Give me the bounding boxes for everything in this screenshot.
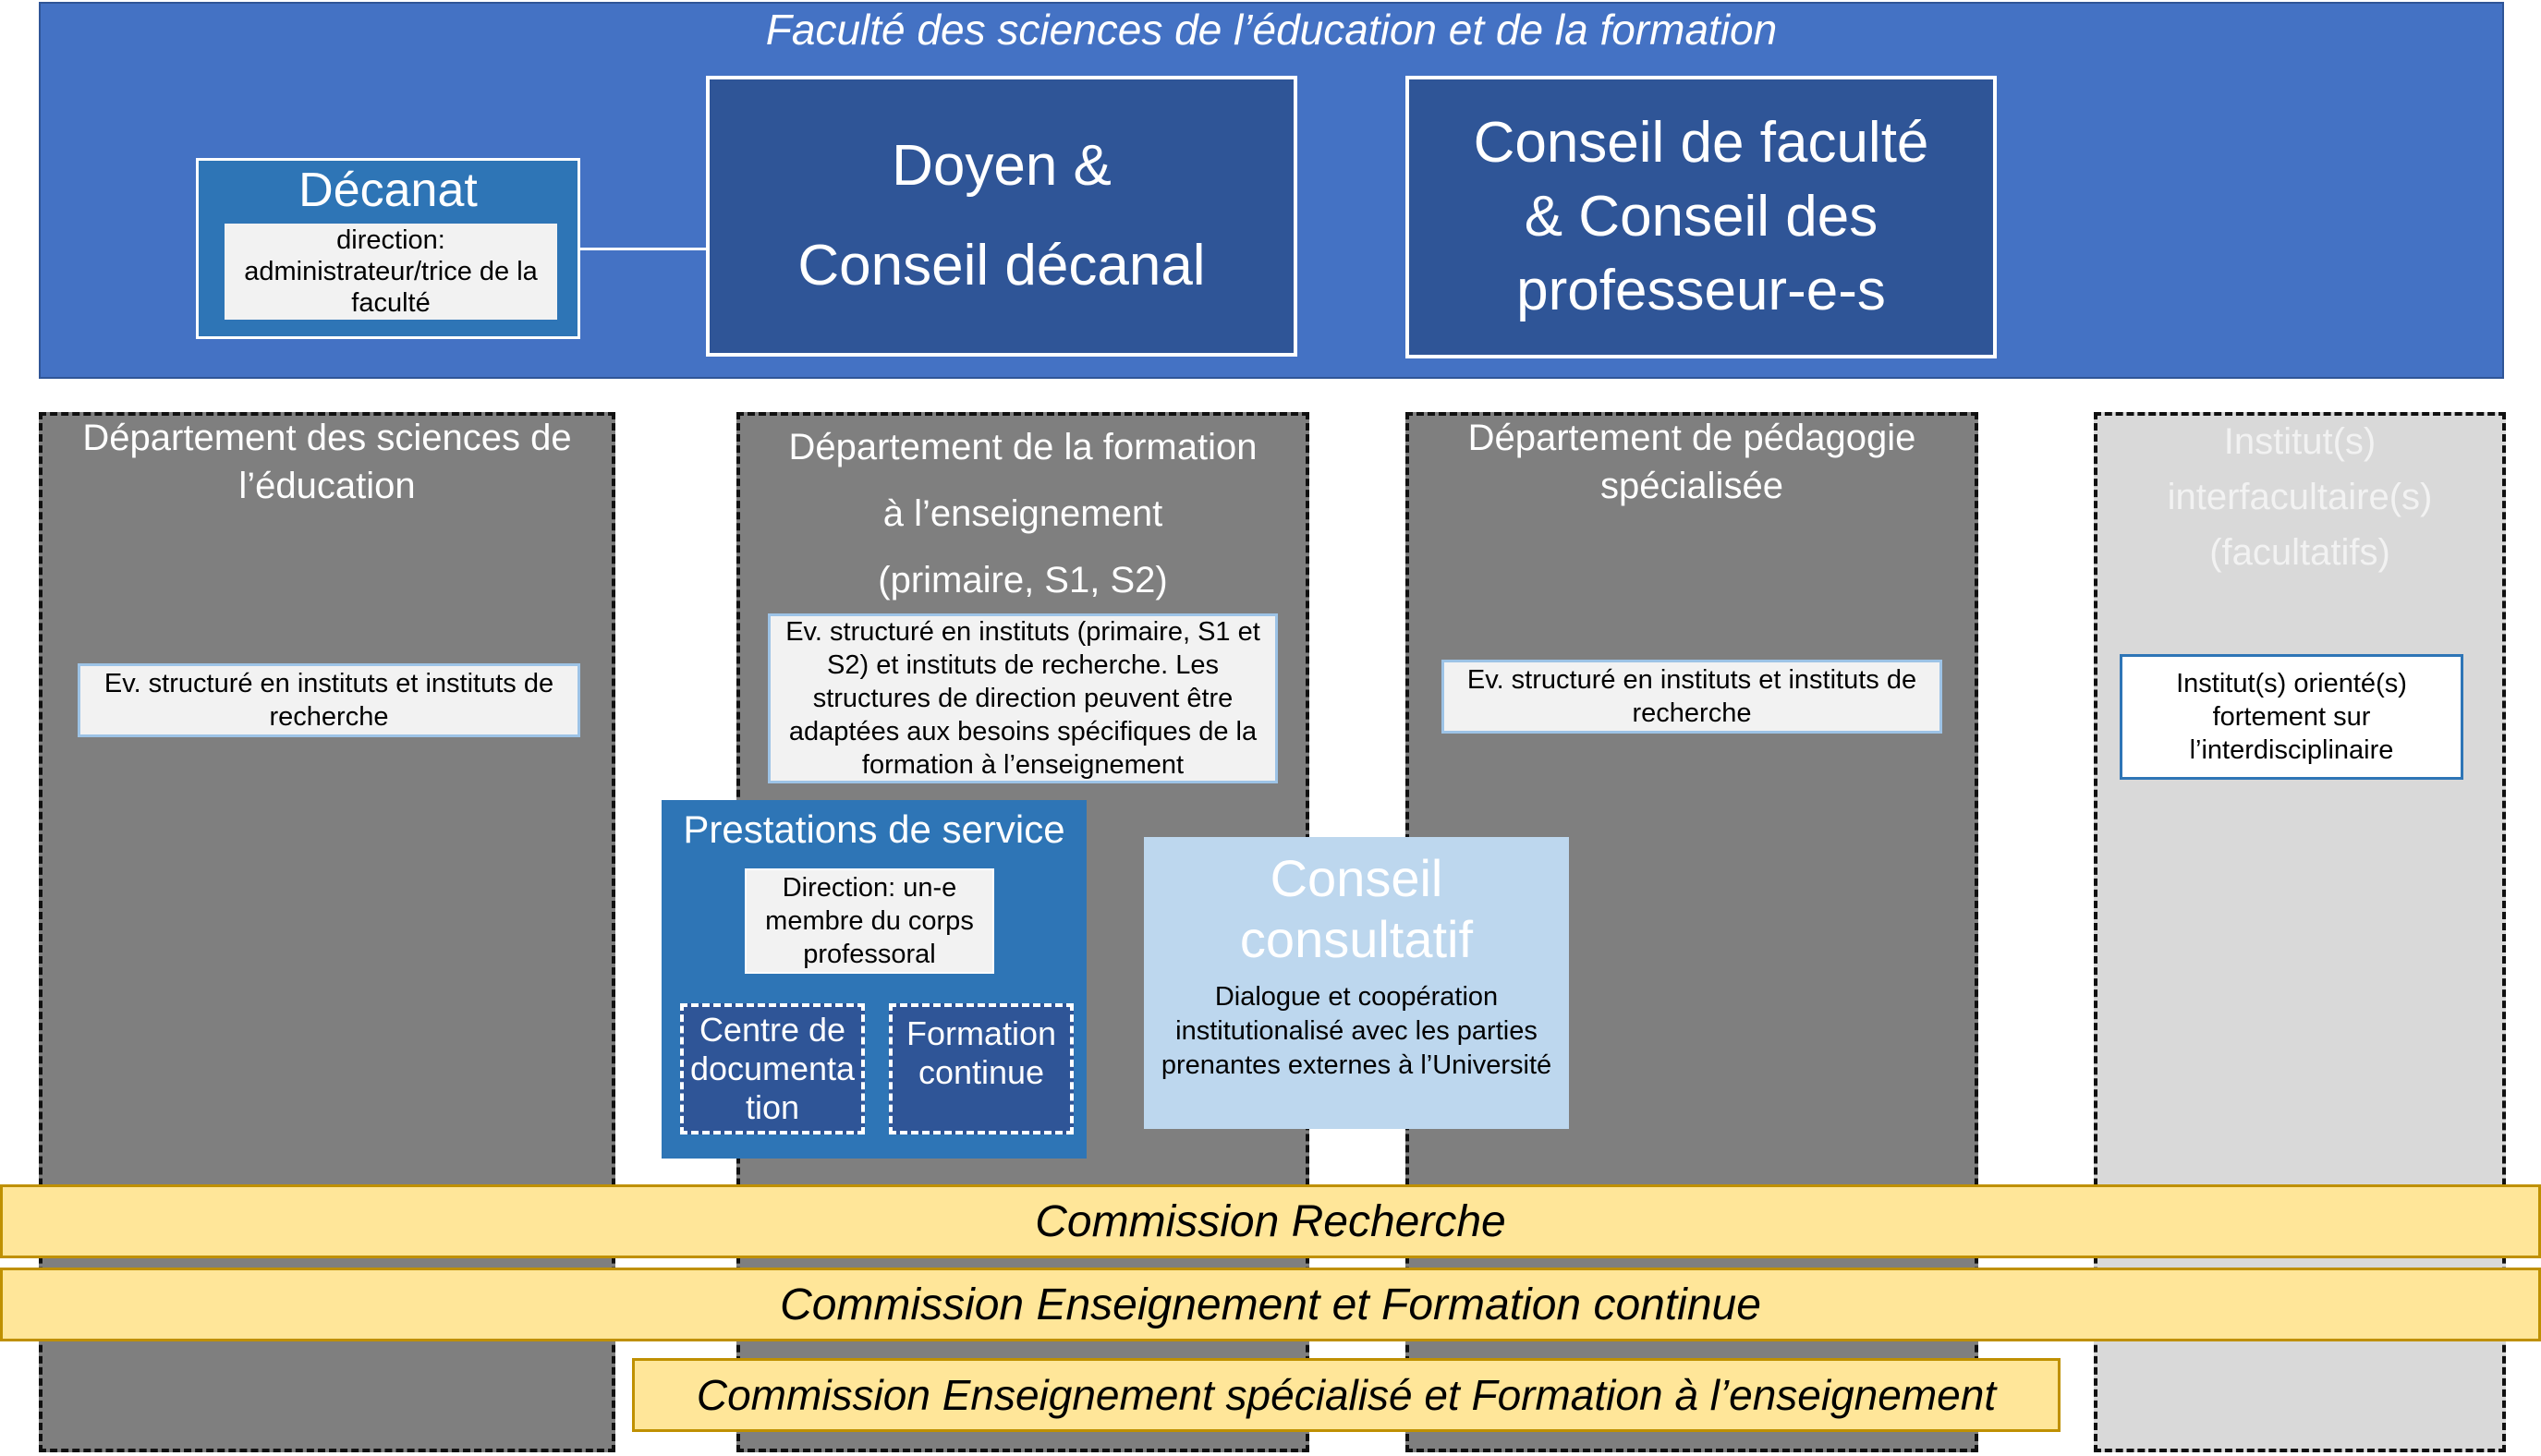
institut-title-line-1: Institut(s): [2223, 421, 2377, 462]
commission-enseignement-specialise-band: Commission Enseignement spécialisé et Fo…: [632, 1358, 2061, 1432]
institut-interfacultaire-note: Institut(s) orienté(s) fortement sur l’i…: [2120, 654, 2463, 780]
doyen-line-1: Doyen &: [892, 134, 1112, 198]
institut-title-line-3: (facultatifs): [2209, 532, 2390, 573]
department-formation-enseignement-title: Département de la formation à l’enseigne…: [740, 414, 1306, 606]
decanat-title: Décanat: [298, 164, 478, 217]
institut-interfacultaire-title: Institut(s) interfacultaire(s) (facultat…: [2097, 414, 2502, 580]
centre-line-1: Centre de: [699, 1011, 846, 1049]
doyen-box: Doyen & Conseil décanal: [706, 76, 1297, 357]
conseil-faculte-line-1: Conseil de faculté: [1473, 111, 1929, 175]
conseil-faculte-line-2: & Conseil des: [1524, 185, 1878, 249]
conseil-consultatif-title-line-1: Conseil: [1270, 849, 1443, 907]
formation-continue-box: Formation continue: [889, 1003, 1074, 1134]
conseil-faculte-line-3: professeur-e-s: [1516, 259, 1886, 322]
prestations-service-title: Prestations de service: [683, 807, 1065, 851]
commission-recherche-band: Commission Recherche: [0, 1184, 2541, 1258]
department-formation-title-line-1: Département de la formation: [788, 427, 1258, 467]
department-formation-title-line-2: à l’enseignement: [882, 493, 1163, 534]
conseil-faculte-box: Conseil de faculté & Conseil des profess…: [1405, 76, 1997, 358]
centre-documentation-box: Centre de documenta tion: [680, 1003, 865, 1134]
formation-line-2: continue: [918, 1053, 1045, 1091]
decanat-direction: direction: administrateur/trice de la fa…: [225, 224, 557, 320]
institut-title-line-2: interfacultaire(s): [2167, 477, 2433, 517]
conseil-consultatif-title-line-2: consultatif: [1239, 910, 1474, 968]
doyen-line-2: Conseil décanal: [797, 234, 1206, 297]
conseil-consultatif-description: Dialogue et coopération institutionalisé…: [1161, 981, 1552, 1080]
formation-line-1: Formation: [906, 1014, 1057, 1052]
department-pedagogie-specialisee-note: Ev. structuré en instituts et instituts …: [1441, 660, 1942, 734]
conseil-consultatif-box: [1144, 837, 1569, 1129]
faculty-title: Faculté des sciences de l’éducation et d…: [765, 6, 1778, 54]
decanat-connector-line: [580, 248, 708, 250]
department-formation-enseignement-note: Ev. structuré en instituts (primaire, S1…: [768, 613, 1278, 783]
department-sciences-education-title: Département des sciences de l’éducation: [82, 418, 572, 506]
conseil-consultatif-title: Conseil consultatif: [1144, 846, 1569, 972]
centre-line-2: documenta: [689, 1050, 856, 1087]
prestations-service-direction: Direction: un-e membre du corps professo…: [745, 868, 994, 974]
department-formation-title-line-3: (primaire, S1, S2): [878, 560, 1168, 601]
centre-line-3: tion: [745, 1088, 800, 1126]
department-pedagogie-specialisee-title: Département de pédagogie spécialisée: [1467, 418, 1916, 506]
department-sciences-education-note: Ev. structuré en instituts et instituts …: [78, 663, 580, 737]
commission-enseignement-band: Commission Enseignement et Formation con…: [0, 1268, 2541, 1341]
